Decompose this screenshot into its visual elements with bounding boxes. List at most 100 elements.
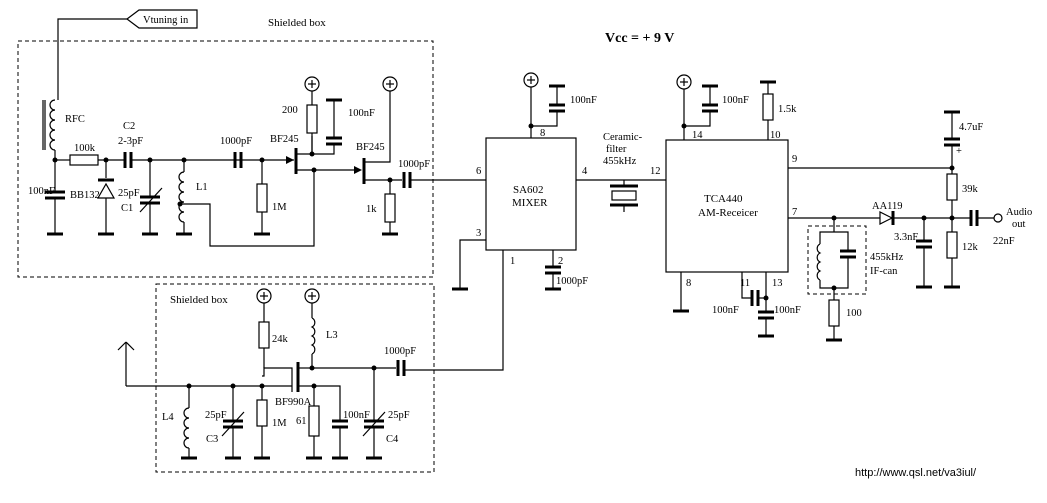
resistor-1m-rf: 1M — [254, 386, 287, 460]
svg-text:filter: filter — [606, 144, 627, 155]
svg-text:L4: L4 — [162, 412, 174, 423]
capacitor-3-3nf: 3.3nF — [894, 218, 932, 289]
svg-text:1k: 1k — [366, 204, 377, 215]
svg-text:RFC: RFC — [65, 114, 85, 125]
ifcan-box — [807, 225, 867, 295]
svg-text:Vtuning in: Vtuning in — [143, 15, 189, 26]
capacitor-1000pf-gate: 1000pF — [220, 136, 252, 168]
shielded-box-top-label: Shielded box — [268, 17, 326, 29]
mosfet-bf990a: BF990A — [262, 362, 314, 408]
svg-text:C4: C4 — [386, 434, 399, 445]
audio-out-connector: Audio out — [993, 207, 1032, 230]
capacitor-100nf-source: 100nF — [332, 410, 370, 460]
source-url: http://www.qsl.net/va3iul/ — [855, 467, 977, 479]
svg-text:100nF: 100nF — [722, 95, 749, 106]
svg-text:100nF: 100nF — [712, 305, 739, 316]
svg-text:9: 9 — [792, 154, 797, 165]
resistor-61: 61 — [296, 386, 322, 460]
ifcan-455khz: 455kHz IF-can — [816, 218, 904, 291]
svg-text:BF245: BF245 — [356, 142, 385, 153]
ic-sa602-mixer: SA602 MIXER 6 4 8 3 1 2 — [476, 128, 588, 267]
vcc-title: Vcc = + 9 V — [605, 31, 674, 46]
capacitor-100nf-drain: 100nF — [312, 98, 375, 155]
svg-text:100k: 100k — [74, 143, 96, 154]
capacitor-100nf-pin13: 100nF — [758, 272, 801, 338]
resistor-24k: 24k — [256, 288, 289, 368]
svg-text:100nF: 100nF — [348, 108, 375, 119]
svg-text:L3: L3 — [326, 330, 338, 341]
svg-text:1.5k: 1.5k — [778, 104, 797, 115]
svg-text:22nF: 22nF — [993, 236, 1015, 247]
trimmer-c1: 25pF C1 — [118, 160, 163, 236]
svg-text:Audio: Audio — [1006, 207, 1032, 218]
svg-text:1M: 1M — [272, 418, 287, 429]
svg-text:7: 7 — [792, 207, 797, 218]
svg-text:1M: 1M — [272, 202, 287, 213]
vtuning-input-connector: Vtuning in — [57, 9, 198, 100]
svg-text:100nF: 100nF — [28, 186, 55, 197]
ic-tca440-receiver: TCA440 AM-Receicer 12 14 10 9 7 8 11 13 — [650, 130, 797, 289]
resistor-1-5k: 1.5k — [760, 80, 797, 140]
diode-aa119: AA119 — [872, 201, 952, 225]
svg-text:1000pF: 1000pF — [220, 136, 252, 147]
capacitor-4-7uf: 4.7uF + — [944, 110, 983, 168]
inductor-l3: L3 — [304, 288, 338, 368]
capacitor-100nf-rfc: 100nF — [28, 160, 65, 236]
shielded-box-bottom — [155, 283, 435, 473]
svg-text:+: + — [956, 146, 962, 157]
jfet-bf245-buffer: BF245 — [356, 76, 402, 184]
resistor-1m-gate: 1M — [254, 160, 287, 236]
svg-text:BF245: BF245 — [270, 134, 299, 145]
capacitor-100nf-pin11: 100nF — [712, 272, 760, 316]
svg-text:AA119: AA119 — [872, 201, 903, 212]
svg-text:BB132: BB132 — [70, 190, 100, 201]
svg-text:8: 8 — [540, 128, 545, 139]
svg-text:8: 8 — [686, 278, 691, 289]
capacitor-1000pf-lo: 1000pF — [398, 159, 486, 188]
svg-text:13: 13 — [772, 278, 783, 289]
svg-text:1000pF: 1000pF — [398, 159, 430, 170]
svg-text:11: 11 — [740, 278, 750, 289]
svg-text:L1: L1 — [196, 182, 208, 193]
trimmer-c3: 25pF C3 — [205, 386, 245, 460]
svg-text:1000pF: 1000pF — [384, 346, 416, 357]
capacitor-1000pf-mixer: 1000pF — [545, 250, 588, 291]
svg-text:C1: C1 — [121, 203, 133, 214]
resistor-100k: 100k — [69, 143, 124, 166]
jfet-bf245-oscillator: BF245 — [270, 134, 314, 174]
resistor-39k: 39k — [946, 168, 979, 218]
varactor-bb132: BB132 — [70, 160, 116, 236]
inductor-l1: L1 — [176, 160, 315, 247]
svg-text:1000pF: 1000pF — [556, 276, 588, 287]
svg-text:6: 6 — [476, 166, 481, 177]
resistor-100: 100 — [826, 288, 862, 342]
svg-text:4.7uF: 4.7uF — [959, 122, 983, 133]
trimmer-c4: 25pF C4 — [362, 368, 410, 460]
svg-text:out: out — [1012, 219, 1026, 230]
svg-text:MIXER: MIXER — [512, 197, 548, 209]
capacitor-100nf-tca-supply: 100nF — [684, 84, 749, 127]
svg-text:4: 4 — [582, 166, 588, 177]
svg-text:25pF: 25pF — [118, 188, 140, 199]
svg-text:2-3pF: 2-3pF — [118, 136, 143, 147]
svg-text:IF-can: IF-can — [870, 266, 898, 277]
svg-text:1: 1 — [510, 256, 515, 267]
svg-text:100nF: 100nF — [570, 95, 597, 106]
inductor-l4: L4 — [162, 386, 197, 460]
resistor-200: 200 — [282, 76, 320, 154]
antenna-icon — [117, 341, 292, 387]
svg-text:25pF: 25pF — [205, 410, 227, 421]
svg-text:12k: 12k — [962, 242, 979, 253]
svg-text:61: 61 — [296, 416, 307, 427]
ceramic-filter: Ceramic- filter 455kHz — [603, 132, 643, 212]
svg-text:C3: C3 — [206, 434, 218, 445]
svg-text:100nF: 100nF — [343, 410, 370, 421]
svg-text:BF990A: BF990A — [275, 397, 312, 408]
svg-text:25pF: 25pF — [388, 410, 410, 421]
capacitor-1000pf-rf: 1000pF — [384, 346, 416, 376]
svg-text:10: 10 — [770, 130, 781, 141]
svg-text:455kHz: 455kHz — [603, 156, 637, 167]
svg-text:100nF: 100nF — [774, 305, 801, 316]
capacitor-100nf-mixer: 100nF — [531, 84, 597, 127]
